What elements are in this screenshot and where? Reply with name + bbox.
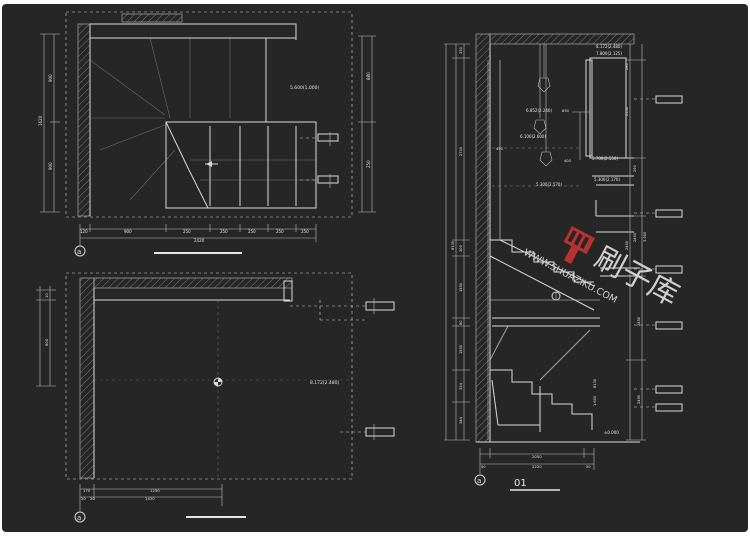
dim-text: 250 — [248, 229, 256, 234]
level-label: 5.700(2.550) — [592, 156, 618, 161]
dim-text: 324 — [459, 382, 463, 390]
section-slab-top — [489, 33, 635, 45]
dim-text: 8130 — [451, 240, 455, 250]
axis-bubble — [74, 245, 86, 257]
dim-text: 1.600 — [593, 395, 597, 406]
dim-text: 2400 — [633, 232, 637, 242]
dim-text: 2420 — [194, 238, 205, 243]
axis-label: a — [77, 248, 81, 256]
dim-text: 2050 — [532, 454, 542, 459]
section-tags — [634, 95, 683, 412]
dim-text: 330 — [459, 46, 463, 54]
level-label: 5.300(2.170) — [594, 177, 620, 182]
watermark-brand: 刷子库 — [589, 240, 685, 313]
level-label: 5.300(2.570) — [536, 182, 562, 187]
plan-bottom-wall-top — [93, 277, 293, 289]
dim-text: 830 — [562, 109, 570, 113]
dim-text: 80 — [459, 320, 463, 325]
dim-text: 2700 — [459, 146, 463, 156]
plan-bottom: 8.172(2.480) 170 1250 20 20 1420 10 800 … — [36, 272, 395, 523]
dim-text: 250 — [366, 160, 371, 168]
dim-text: 2450 — [637, 394, 641, 404]
dim-text: 2220 — [532, 464, 542, 469]
plan-bottom-frame — [65, 272, 353, 480]
dim-text: 3.900 — [643, 231, 647, 242]
section-title: 01 — [514, 478, 527, 489]
dim-text: 400 — [564, 159, 572, 163]
dim-text: 250 — [183, 229, 191, 234]
dim-text: 2400 — [625, 240, 629, 250]
dim-text: 1500 — [459, 344, 463, 354]
axis-bubble — [74, 511, 86, 523]
dim-text: 300 — [459, 244, 463, 252]
plan-top-level-note: 5.600(1.000) — [290, 85, 320, 91]
dim-text: 1550 — [459, 282, 463, 292]
dim-text: 1250 — [150, 488, 160, 493]
plan-bottom-level-note: 8.172(2.480) — [310, 380, 340, 386]
dim-text: 20 — [90, 496, 95, 501]
level-label: 6.852(2.240) — [526, 108, 552, 113]
level-label: 6.100(2.600) — [520, 134, 546, 139]
dim-text: 900 — [124, 229, 132, 234]
dim-text: 8130 — [593, 378, 597, 388]
axis-label: a — [477, 477, 481, 485]
level-label: 8.172(2.480) — [596, 44, 622, 49]
level-label: ±0.000 — [604, 430, 619, 435]
dim-text: 900 — [48, 162, 53, 170]
dim-text: 10 — [44, 293, 49, 298]
dim-text: 1420 — [145, 496, 155, 501]
dim-text: 50 — [586, 465, 591, 469]
plan-top-frame — [65, 11, 353, 218]
dim-text: 250 — [276, 229, 284, 234]
watermark: 刷子库 WWW.SHUAZIKU.COM — [522, 226, 685, 313]
dim-text: 2550 — [625, 106, 629, 116]
dim-text: 450 — [496, 147, 504, 151]
dim-text: 1620 — [38, 115, 43, 126]
dim-text: 50 — [481, 465, 486, 469]
plan-bottom-wall-left — [79, 277, 95, 479]
dim-text: 900 — [48, 74, 53, 82]
level-label: 7.800(2.125) — [596, 51, 622, 56]
plan-top-wall-left — [77, 23, 91, 217]
axis-label: a — [77, 514, 81, 522]
dim-text: 170 — [83, 488, 91, 493]
dim-text: 250 — [220, 229, 228, 234]
brush-logo-icon — [563, 226, 595, 265]
dim-text: 250 — [301, 229, 309, 234]
dim-text: 800 — [44, 338, 49, 346]
section-view: 8.172(2.480) 7.800(2.125) 6.852(2.240) 6… — [444, 33, 683, 491]
dim-text: 290 — [633, 164, 637, 172]
axis-bubble — [474, 474, 486, 486]
dim-text: 120 — [80, 229, 88, 234]
dim-text: 344 — [459, 416, 463, 424]
dim-text: 880 — [366, 72, 371, 80]
dim-text: 20 — [81, 496, 86, 501]
plan-top: 5.600(1.000) 120 900 250 250 250 250 250… — [38, 11, 376, 257]
dim-text: 2450 — [637, 316, 641, 326]
dim-text: 280 — [625, 62, 629, 70]
